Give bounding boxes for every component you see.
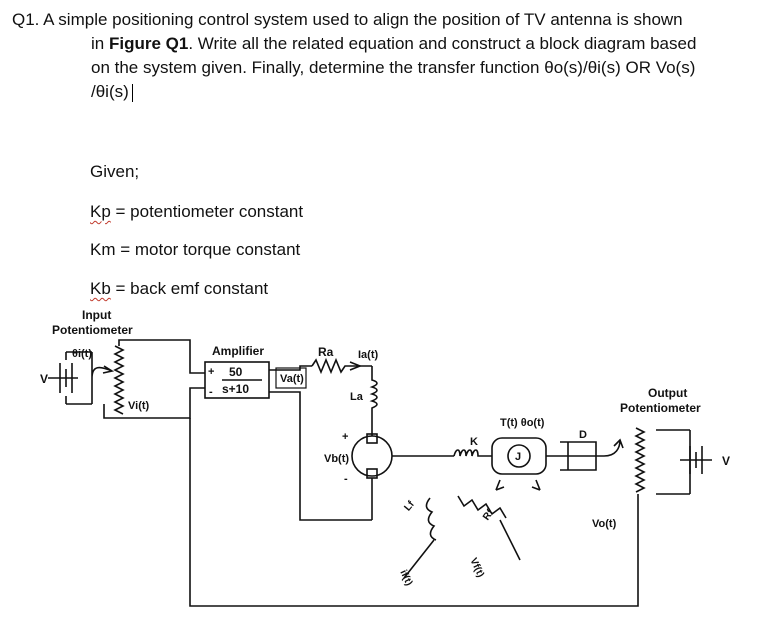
motor-brush-top	[366, 433, 378, 444]
input-pot-wiper-icon	[91, 352, 115, 404]
output-pot-resistor-icon	[634, 427, 646, 493]
question-line-3: on the system given. Finally, determine …	[91, 58, 696, 77]
given-heading: Given;	[90, 162, 140, 181]
amplifier-box	[204, 361, 270, 399]
wire-input-top	[118, 339, 205, 374]
la-label: La	[350, 391, 364, 403]
vb-minus: -	[344, 473, 348, 485]
vo-label: Vo(t)	[592, 518, 617, 530]
ra-resistor-icon	[311, 357, 372, 375]
question-line-2: in Figure Q1. Write all the related equa…	[91, 32, 752, 56]
output-pot-title-1: Output	[648, 386, 687, 400]
output-pot-frame-icon	[656, 429, 691, 495]
kp-text: = potentiometer constant	[110, 202, 304, 221]
motor-icon	[351, 435, 393, 477]
va-label: Va(t)	[280, 373, 304, 385]
theta-i-label: θi(t)	[72, 348, 92, 360]
la-inductor-icon	[369, 366, 378, 436]
input-battery-icon	[48, 351, 92, 405]
input-pot-title-2: Potentiometer	[52, 323, 133, 337]
torque-arrow-icon	[495, 479, 541, 491]
lf-label: Lf	[402, 499, 417, 514]
question-line-2-post: . Write all the related equation and con…	[188, 34, 697, 53]
vi-label: Vi(t)	[128, 400, 150, 412]
field-resistor-rf-icon	[457, 495, 521, 561]
j-label: J	[515, 451, 521, 463]
kb-symbol: Kb	[90, 279, 111, 298]
figure-reference: Figure Q1	[108, 34, 189, 53]
kb-text: = back emf constant	[110, 279, 269, 298]
damper-d-icon	[560, 441, 604, 471]
ra-label: Ra	[318, 345, 334, 359]
amp-numerator: 50	[229, 365, 243, 379]
amplifier-title: Amplifier	[212, 344, 264, 358]
rf-label: Rf	[481, 507, 496, 523]
vf-label: Vf(t)	[467, 556, 485, 579]
wire-amp-ground	[269, 391, 310, 521]
question-text: Q1. A simple positioning control system …	[12, 8, 752, 104]
v-left-label: V	[40, 372, 48, 386]
given-kp: Kp = potentiometer constant	[90, 202, 303, 222]
kp-symbol: Kp	[90, 202, 111, 221]
output-coupling-arrow-icon	[603, 438, 624, 457]
given-kb: Kb = back emf constant	[90, 279, 268, 299]
output-pot-title-2: Potentiometer	[620, 401, 701, 415]
wire-feedback	[189, 418, 639, 607]
ia-arrow-icon	[349, 361, 363, 371]
question-line-4: /θi(s)	[91, 80, 752, 104]
k-label: K	[470, 436, 478, 448]
va-label-box	[275, 367, 307, 389]
vb-label: Vb(t)	[324, 453, 349, 465]
amp-minus: -	[209, 386, 213, 398]
vb-plus: +	[342, 431, 348, 443]
output-battery-icon	[680, 446, 712, 474]
question-line-4-text: /θi(s)	[91, 82, 129, 101]
input-pot-title-1: Input	[82, 308, 111, 322]
v-right-label: V	[722, 454, 730, 468]
question-line-1: Q1. A simple positioning control system …	[12, 10, 683, 29]
d-label: D	[579, 429, 587, 441]
spring-k-icon	[453, 449, 492, 457]
load-hub	[507, 444, 531, 468]
question-line-2-pre: in	[91, 34, 109, 53]
amp-denominator: s+10	[222, 382, 249, 396]
if-label: if(t)	[397, 568, 414, 587]
text-cursor	[131, 83, 133, 102]
field-inductor-lf-icon	[403, 497, 437, 579]
torque-theta-label: T(t) θo(t)	[500, 417, 545, 429]
given-km: Km = motor torque constant	[90, 240, 301, 259]
ia-label: Ia(t)	[358, 349, 379, 361]
amp-plus: +	[208, 366, 214, 378]
input-pot-resistor-icon	[113, 345, 125, 415]
